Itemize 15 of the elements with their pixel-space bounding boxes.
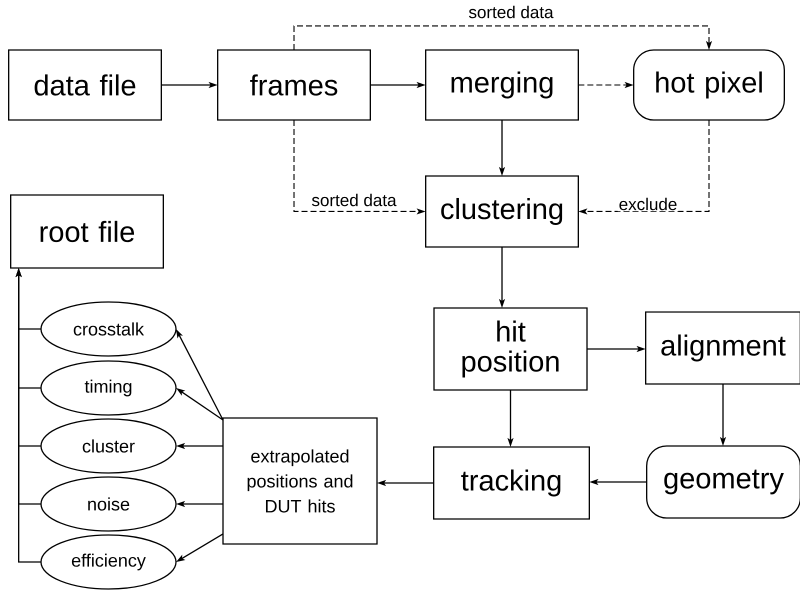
process-box: merging [425,49,579,121]
process-box: root file [10,194,164,269]
process-box: hit position [433,307,588,391]
arrow [293,25,712,50]
process-box: alignment [645,311,800,385]
rounded-box: hot pixel [633,49,785,121]
process-box: data file [8,49,162,121]
edge-label: exclude [618,196,678,212]
edge-label: sorted data [310,192,398,208]
process-box: tracking [433,446,590,520]
process-box: extrapolated positions and DUT hits [222,417,378,545]
process-box: clustering [425,175,579,248]
rounded-box: geometry [646,445,800,519]
edge-label: sorted data [467,4,555,20]
process-box: frames [217,49,371,121]
